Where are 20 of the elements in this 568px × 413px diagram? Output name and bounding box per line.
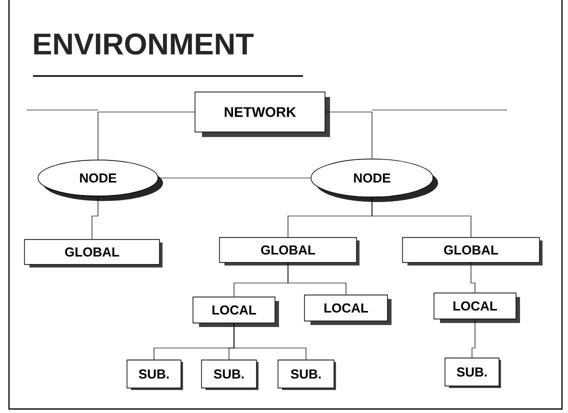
label-box: SUB.: [278, 360, 336, 390]
label-box: SUB.: [126, 360, 183, 390]
connector-line: [98, 112, 195, 160]
label-box: LOCAL: [192, 296, 279, 327]
connector-line: [472, 319, 476, 358]
connector-line: [288, 262, 346, 295]
connector-line: [234, 323, 306, 360]
label-box: NETWORK: [194, 92, 330, 137]
connector-line: [325, 112, 372, 159]
connector-line: [92, 196, 98, 240]
label-box: GLOBAL: [219, 237, 360, 266]
label-box: GLOBAL: [24, 239, 162, 268]
label-box: LOCAL: [304, 294, 392, 325]
label-box: SUB.: [444, 358, 501, 388]
connector-line: [470, 262, 476, 293]
label-box: LOCAL: [434, 292, 520, 323]
title: ENVIRONMENT: [34, 33, 254, 55]
label-box: SUB.: [201, 360, 258, 390]
label-box: GLOBAL: [402, 237, 542, 266]
connector-line: [372, 197, 472, 238]
